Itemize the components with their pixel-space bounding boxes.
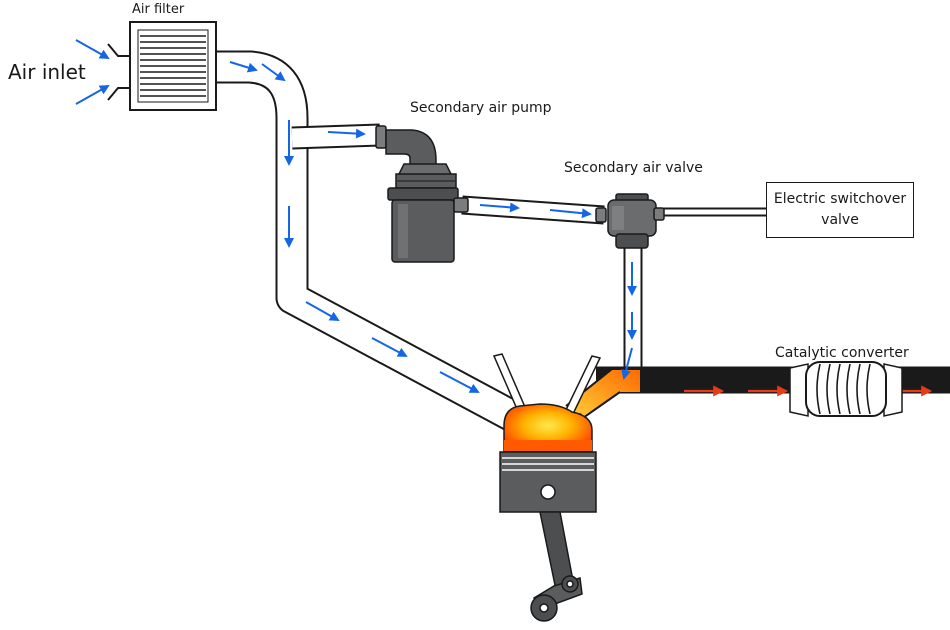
flow-arrow-icon <box>327 128 366 139</box>
inlet-arrow-icon <box>75 39 110 59</box>
electric-switchover-valve: Electric switchover valve <box>766 182 914 238</box>
flow-arrow-icon <box>229 61 258 73</box>
engine-cylinder <box>492 353 602 622</box>
flow-arrow-icon <box>549 208 592 219</box>
fresh-air-flow-arrows <box>229 61 637 393</box>
electric-switchover-valve-label-line2: valve <box>821 212 859 228</box>
catalytic-converter <box>789 361 903 417</box>
air-filter-label: Air filter <box>132 2 185 17</box>
secondary-air-valve-label: Secondary air valve <box>564 160 703 176</box>
inlet-arrow-icon <box>75 85 110 105</box>
secondary-air-pump <box>375 125 469 263</box>
fresh-air-pipe <box>200 50 522 432</box>
air-inlet-label: Air inlet <box>8 60 86 84</box>
connecting-rod <box>530 511 583 622</box>
pump-supply-pipe <box>291 123 381 150</box>
catalytic-converter-label: Catalytic converter <box>775 345 909 361</box>
secondary-air-pump-label: Secondary air pump <box>410 100 552 116</box>
air-inlet-funnel <box>107 43 130 101</box>
flow-arrow-icon <box>479 202 520 213</box>
air-filter <box>129 21 217 111</box>
flow-arrow-icon <box>261 63 286 82</box>
flow-arrow-icon <box>439 371 480 393</box>
flow-arrow-icon <box>305 301 340 321</box>
flow-arrow-icon <box>621 347 633 380</box>
inlet-arrows <box>75 39 110 105</box>
piston-icon <box>499 451 597 513</box>
electric-switchover-valve-label-line1: Electric switchover <box>773 191 907 207</box>
secondary-air-valve <box>595 193 665 249</box>
flow-arrow-icon <box>371 337 408 357</box>
